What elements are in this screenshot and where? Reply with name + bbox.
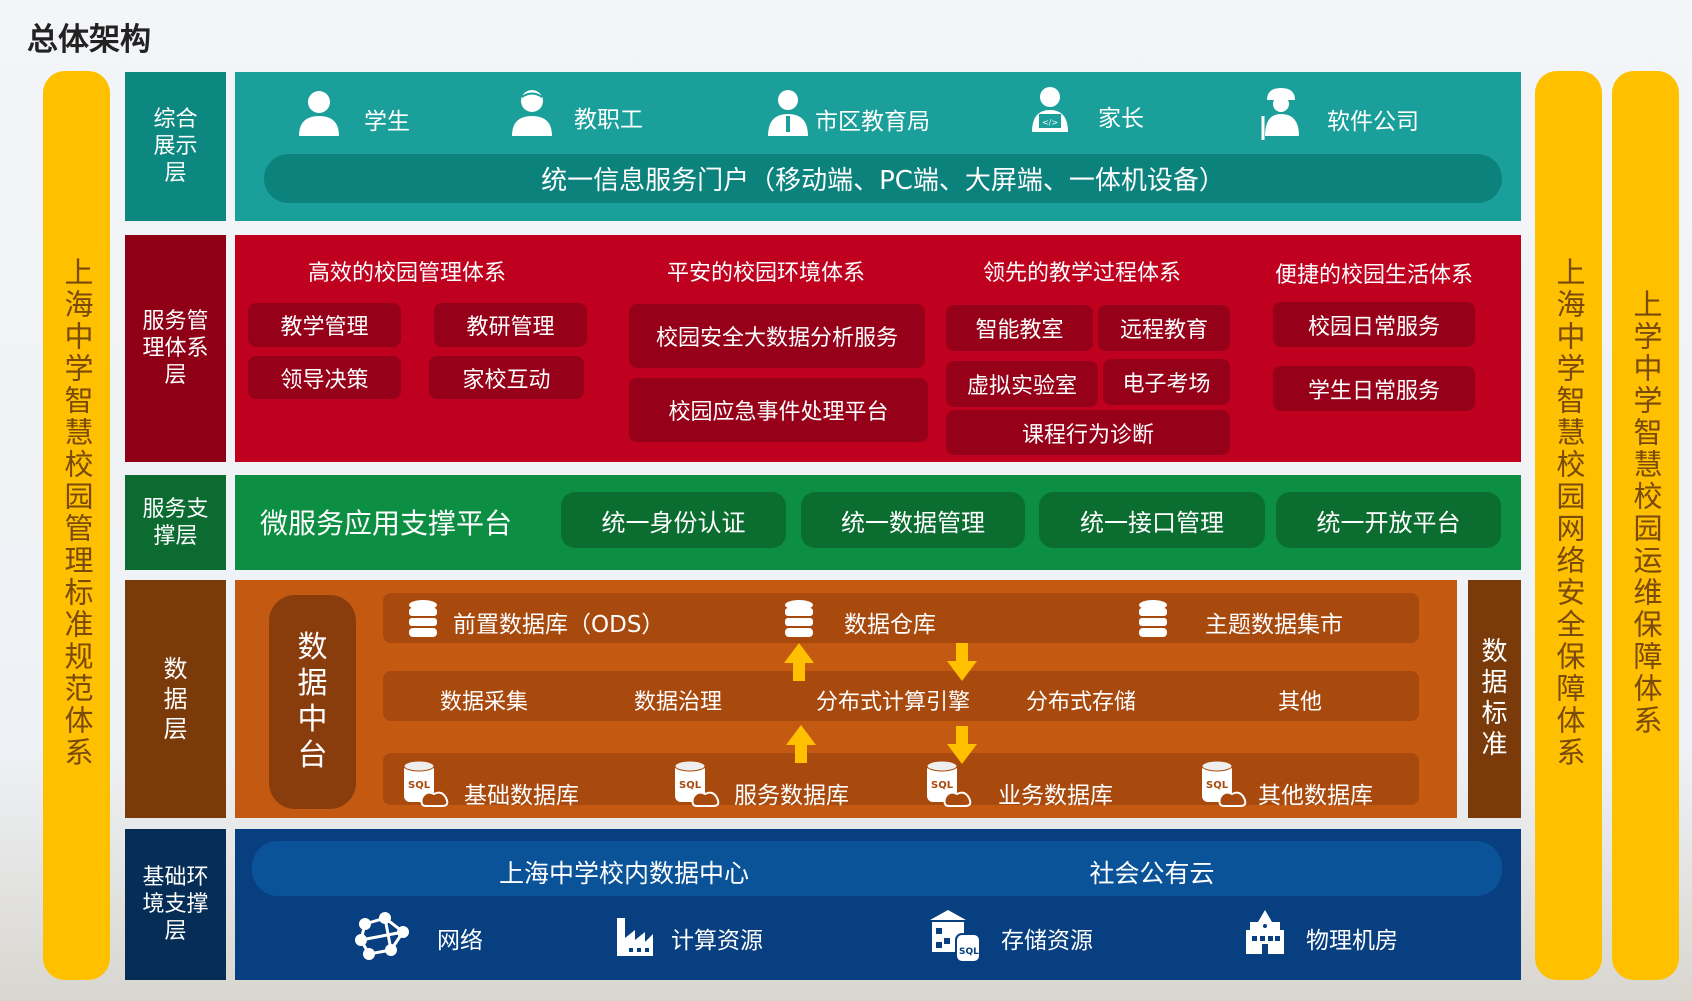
database-icon bbox=[409, 600, 437, 637]
database-icon bbox=[1139, 600, 1167, 637]
service-item[interactable]: 领导决策 bbox=[248, 356, 401, 399]
server-room-icon bbox=[1246, 910, 1284, 954]
student-icon bbox=[299, 91, 339, 136]
resource-server-room: 物理机房 bbox=[1306, 928, 1398, 954]
support-item[interactable]: 统一数据管理 bbox=[801, 492, 1025, 548]
sql-database-icon: SQL bbox=[926, 760, 972, 807]
page-title: 总体架构 bbox=[27, 22, 151, 58]
presentation-layer-label: 综合展示层 bbox=[125, 72, 226, 221]
engineer-icon bbox=[1261, 88, 1299, 140]
top-db-strip bbox=[383, 593, 1419, 643]
process-item: 数据采集 bbox=[439, 690, 529, 715]
user-software-company: 软件公司 bbox=[1327, 109, 1419, 135]
svg-text:SQL: SQL bbox=[959, 947, 979, 957]
process-item: 其他 bbox=[1277, 690, 1323, 715]
db-other: 其他数据库 bbox=[1258, 783, 1373, 809]
operations-bar-label: 上学中学智慧校园运维保障体系 bbox=[1629, 289, 1663, 737]
security-bar-label: 上海中学智慧校园网络安全保障体系 bbox=[1552, 257, 1586, 769]
resource-compute: 计算资源 bbox=[671, 928, 763, 954]
process-item: 数据治理 bbox=[633, 690, 723, 715]
arrow-up-icon bbox=[784, 643, 814, 681]
staff-icon bbox=[512, 90, 552, 136]
resource-network: 网络 bbox=[437, 928, 483, 954]
service-item[interactable]: 校园应急事件处理平台 bbox=[629, 378, 928, 442]
service-item[interactable]: 家校互动 bbox=[429, 356, 584, 399]
process-item: 分布式存储 bbox=[1025, 690, 1137, 715]
data-center-bar bbox=[252, 841, 1502, 896]
resource-storage: 存储资源 bbox=[1001, 928, 1093, 954]
bottom-db-strip bbox=[383, 753, 1419, 805]
service-item[interactable]: 虚拟实验室 bbox=[946, 361, 1098, 407]
db-ods: 前置数据库（ODS） bbox=[453, 612, 665, 638]
storage-icon: SQL bbox=[930, 910, 981, 963]
sql-database-icon: SQL bbox=[403, 760, 449, 807]
db-data-mart: 主题数据集市 bbox=[1205, 612, 1343, 638]
support-item[interactable]: 统一开放平台 bbox=[1276, 492, 1501, 548]
svg-text:SQL: SQL bbox=[679, 780, 702, 791]
left-standards-bar: 上海中学智慧校园管理标准规范体系 bbox=[43, 71, 110, 980]
data-standard: 数据标准 bbox=[1468, 580, 1521, 818]
group-heading: 平安的校园环境体系 bbox=[666, 261, 866, 286]
processing-strip bbox=[383, 671, 1419, 721]
service-item[interactable]: 校园安全大数据分析服务 bbox=[629, 304, 925, 368]
service-mgmt-layer-label: 服务管理体系层 bbox=[125, 235, 226, 462]
db-service: 服务数据库 bbox=[734, 783, 849, 809]
group-heading: 领先的教学过程体系 bbox=[982, 261, 1182, 286]
operations-bar: 上学中学智慧校园运维保障体系 bbox=[1612, 71, 1679, 980]
user-parent: 家长 bbox=[1098, 106, 1144, 132]
campus-data-center: 上海中学校内数据中心 bbox=[498, 859, 750, 888]
support-item[interactable]: 统一身份认证 bbox=[561, 492, 786, 548]
service-item[interactable]: 智能教室 bbox=[946, 305, 1093, 351]
infra-layer-label: 基础环境支撑层 bbox=[125, 829, 226, 980]
parent-laptop-icon: </> bbox=[1032, 87, 1068, 132]
svg-text:SQL: SQL bbox=[1206, 780, 1229, 791]
group-heading: 便捷的校园生活体系 bbox=[1274, 263, 1474, 288]
factory-icon bbox=[617, 918, 653, 956]
left-bar-label: 上海中学智慧校园管理标准规范体系 bbox=[60, 257, 94, 769]
network-icon bbox=[355, 912, 409, 960]
database-icon bbox=[785, 600, 813, 637]
db-basic: 基础数据库 bbox=[464, 783, 579, 809]
public-cloud: 社会公有云 bbox=[1089, 859, 1215, 888]
process-item: 分布式计算引擎 bbox=[815, 690, 971, 715]
user-staff: 教职工 bbox=[574, 107, 643, 133]
svg-text:SQL: SQL bbox=[931, 780, 954, 791]
service-support-layer-label: 服务支撑层 bbox=[125, 475, 226, 570]
svg-text:</>: </> bbox=[1042, 118, 1058, 127]
svg-text:SQL: SQL bbox=[408, 780, 431, 791]
user-bureau: 市区教育局 bbox=[815, 109, 930, 135]
support-item[interactable]: 统一接口管理 bbox=[1039, 492, 1265, 548]
data-layer-label: 数据层 bbox=[125, 580, 226, 818]
service-item[interactable]: 电子考场 bbox=[1103, 359, 1230, 405]
db-business: 业务数据库 bbox=[998, 783, 1113, 809]
service-item[interactable]: 课程行为诊断 bbox=[946, 410, 1230, 455]
service-item[interactable]: 教学管理 bbox=[248, 303, 401, 347]
data-middle-platform: 数据中台 bbox=[269, 595, 356, 809]
security-bar: 上海中学智慧校园网络安全保障体系 bbox=[1535, 71, 1602, 980]
sql-database-icon: SQL bbox=[1201, 760, 1247, 807]
service-item[interactable]: 学生日常服务 bbox=[1273, 366, 1475, 411]
sql-database-icon: SQL bbox=[674, 760, 720, 807]
microservice-platform-label: 微服务应用支撑平台 bbox=[260, 507, 513, 540]
group-heading: 高效的校园管理体系 bbox=[307, 261, 507, 286]
arrow-up-icon bbox=[786, 725, 816, 763]
arrow-down-icon bbox=[947, 643, 977, 681]
bureau-icon bbox=[768, 90, 808, 136]
service-item[interactable]: 教研管理 bbox=[434, 303, 587, 347]
db-warehouse: 数据仓库 bbox=[844, 612, 936, 638]
user-student: 学生 bbox=[364, 109, 410, 135]
service-item[interactable]: 校园日常服务 bbox=[1273, 302, 1475, 347]
service-item[interactable]: 远程教育 bbox=[1098, 305, 1230, 351]
arrow-down-icon bbox=[947, 726, 977, 764]
unified-portal[interactable]: 统一信息服务门户（移动端、PC端、大屏端、一体机设备） bbox=[264, 154, 1502, 203]
